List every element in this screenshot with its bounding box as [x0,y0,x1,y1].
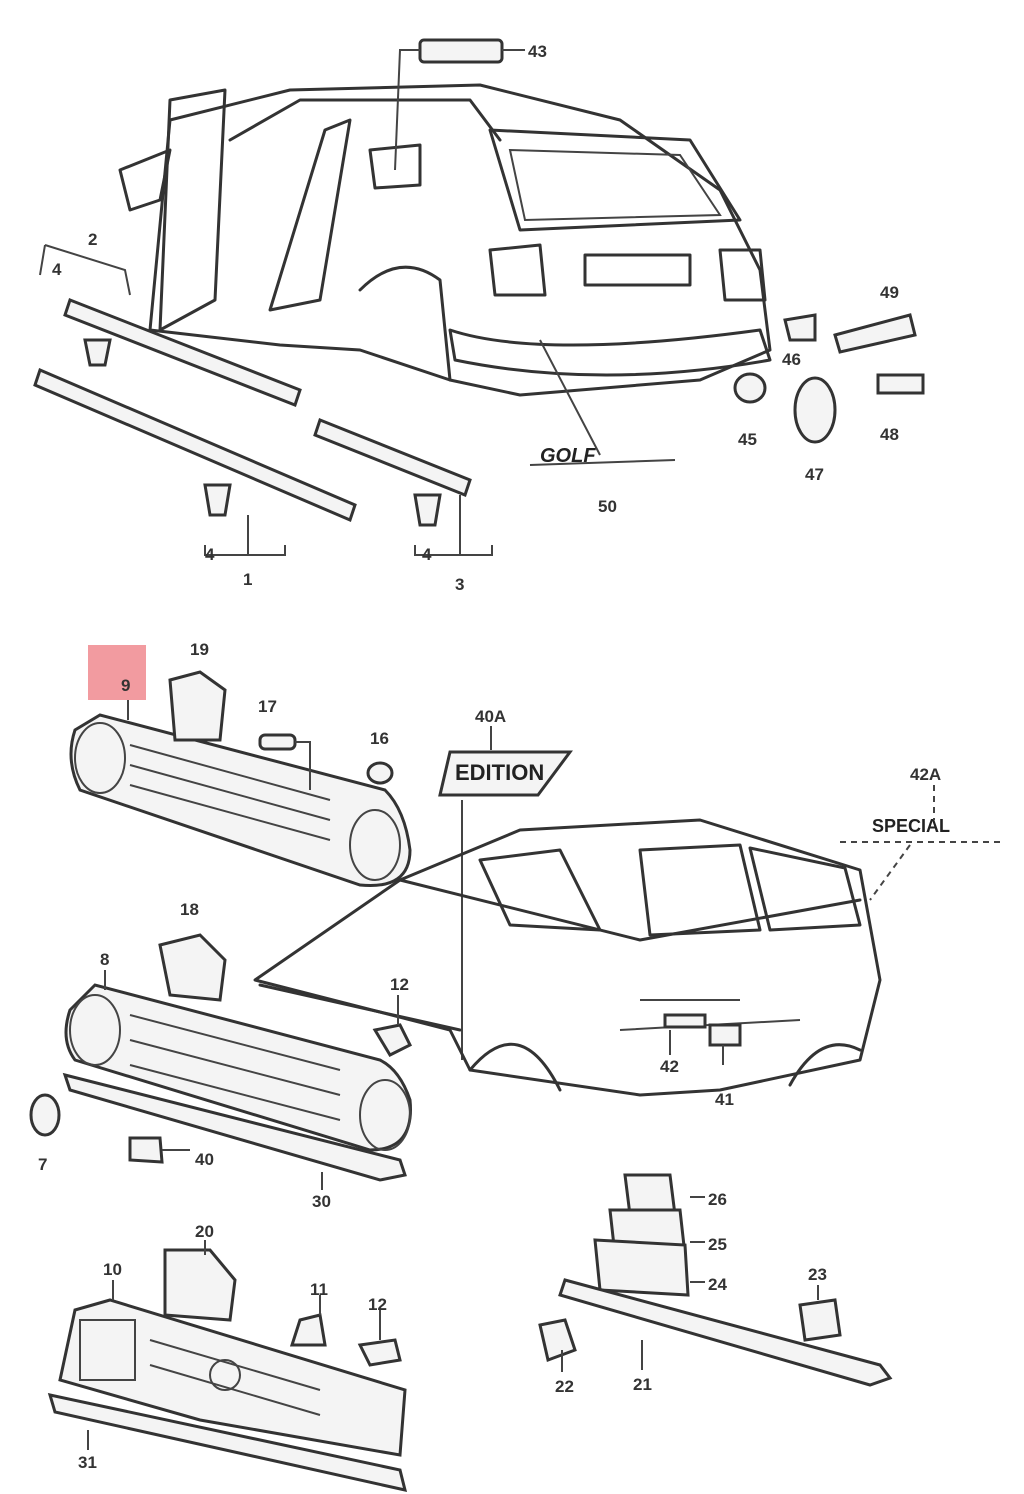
grille-9 [69,670,412,888]
emblem-special-text: SPECIAL [872,816,950,836]
rear-emblems: GOLF [394,38,925,467]
sill-trims [33,244,493,556]
label-49: 49 [880,283,899,302]
label-42: 42 [660,1057,679,1076]
label-22: 22 [555,1377,574,1396]
grille-10 [47,1240,408,1492]
label-41: 41 [715,1090,734,1109]
label-20: 20 [195,1222,214,1241]
label-48: 48 [880,425,899,444]
label-4: 4 [52,260,62,279]
label-11: 11 [310,1280,328,1299]
emblem-edition-text: EDITION [455,760,544,785]
label-45: 45 [738,430,757,449]
label-24: 24 [708,1275,727,1294]
label-30: 30 [312,1192,331,1211]
selected-part-highlight [88,645,146,700]
label-12: 12 [390,975,409,994]
label-4: 4 [422,545,432,564]
emblem-edition: EDITION [438,726,573,1060]
emblem-50-text: GOLF [540,445,596,467]
label-16: 16 [370,729,389,748]
label-4: 4 [205,545,215,564]
part-labels: 43 2 4 4 1 4 3 49 46 45 47 48 50 9 19 17… [38,42,941,1472]
label-3: 3 [455,575,464,594]
label-18: 18 [180,900,199,919]
label-50: 50 [598,497,617,516]
label-8: 8 [100,950,109,969]
label-40A: 40A [475,707,506,726]
label-40: 40 [195,1150,214,1169]
label-46: 46 [782,350,801,369]
label-21: 21 [633,1375,652,1394]
label-31: 31 [78,1453,97,1472]
label-25: 25 [708,1235,727,1254]
label-43: 43 [528,42,547,61]
label-1: 1 [243,570,252,589]
car-body-front-view [253,818,882,1097]
label-9-selected[interactable]: 9 [121,676,130,695]
emblem-special: SPECIAL [840,785,1000,901]
label-17: 17 [258,697,277,716]
bumper-parts [538,1173,893,1387]
label-7: 7 [38,1155,47,1174]
car-body-rear-view [118,83,772,397]
label-42A: 42A [910,765,941,784]
label-2: 2 [88,230,97,249]
label-19: 19 [190,640,209,659]
label-10: 10 [103,1260,122,1279]
label-47: 47 [805,465,824,484]
label-26: 26 [708,1190,727,1209]
label-23: 23 [808,1265,827,1284]
label-12: 12 [368,1295,387,1314]
grille-8 [29,933,413,1190]
